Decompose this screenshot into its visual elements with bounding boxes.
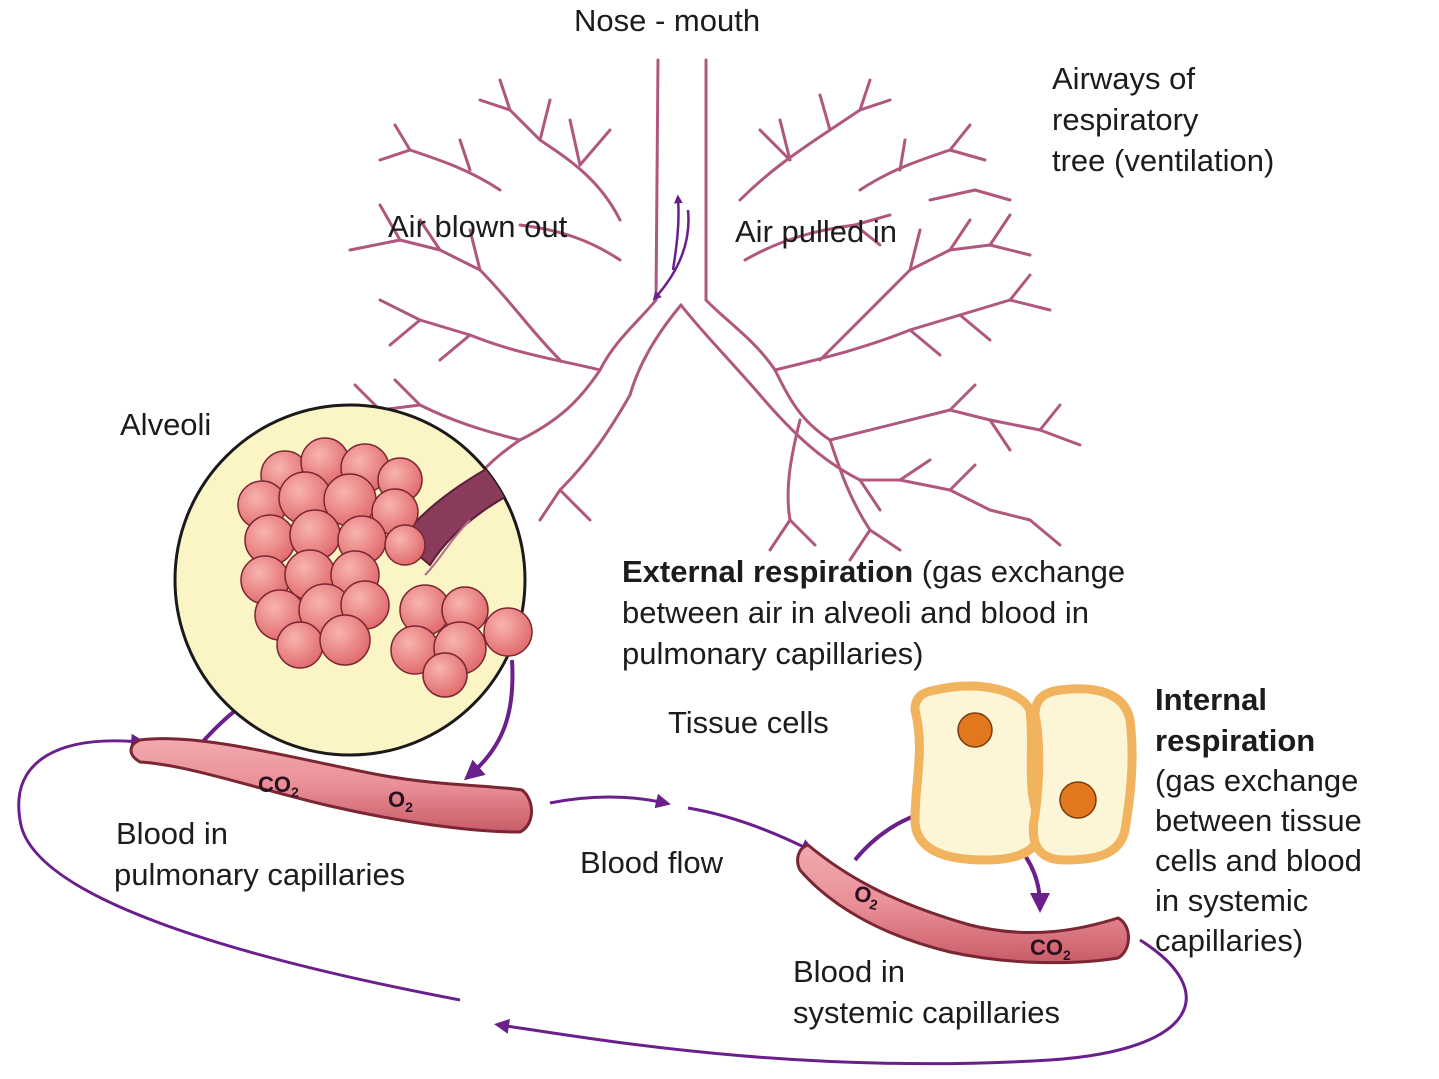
alveoli-magnified-view: [173, 403, 533, 757]
internal-respiration-desc-1: (gas exchange: [1155, 763, 1359, 798]
external-respiration-line-3: pulmonary capillaries): [622, 636, 924, 671]
blood-pulmonary-label-1: Blood in: [116, 816, 229, 851]
external-respiration-line-1: External respiration (gas exchange: [622, 551, 1125, 592]
tissue-cells: [910, 681, 1137, 865]
air-flow-arrows: [652, 194, 690, 301]
blood-systemic-label-2: systemic capillaries: [793, 995, 1061, 1030]
pulmonary-capillary: CO2 O2: [129, 737, 533, 834]
blood-systemic-label-1: Blood in: [793, 954, 906, 989]
systemic-capillary: O2 CO2: [796, 843, 1130, 965]
internal-respiration-desc-4: in systemic: [1155, 883, 1309, 918]
co2-label-systemic: CO2: [1030, 935, 1071, 963]
air-blown-out-label: Air blown out: [388, 209, 568, 244]
internal-respiration-desc-3: cells and blood: [1155, 843, 1362, 878]
external-respiration-line-2: between air in alveoli and blood in: [622, 595, 1090, 630]
internal-respiration-desc-5: capillaries): [1155, 923, 1304, 958]
co2-label-pulmonary: CO2: [258, 772, 299, 800]
air-pulled-in-label: Air pulled in: [735, 214, 897, 249]
blood-pulmonary-label-2: pulmonary capillaries: [114, 857, 406, 892]
external-respiration-desc-1: (gas exchange: [921, 554, 1126, 589]
tissue-cells-label: Tissue cells: [668, 705, 829, 740]
airways-label-line-3: tree (ventilation): [1052, 143, 1275, 178]
o2-label-pulmonary: O2: [388, 787, 413, 815]
blood-flow-label: Blood flow: [580, 845, 724, 880]
external-respiration-title: External respiration: [622, 554, 914, 589]
o2-label-systemic: O2: [851, 880, 881, 913]
internal-respiration-title-2: respiration: [1155, 723, 1316, 758]
internal-respiration-desc-2: between tissue: [1155, 803, 1362, 838]
nose-mouth-label: Nose - mouth: [574, 3, 761, 38]
airways-label-line-2: respiratory: [1052, 102, 1199, 137]
airways-label-line-1: Airways of: [1052, 61, 1195, 96]
alveoli-label: Alveoli: [120, 407, 212, 442]
internal-respiration-title-1: Internal: [1155, 682, 1267, 717]
